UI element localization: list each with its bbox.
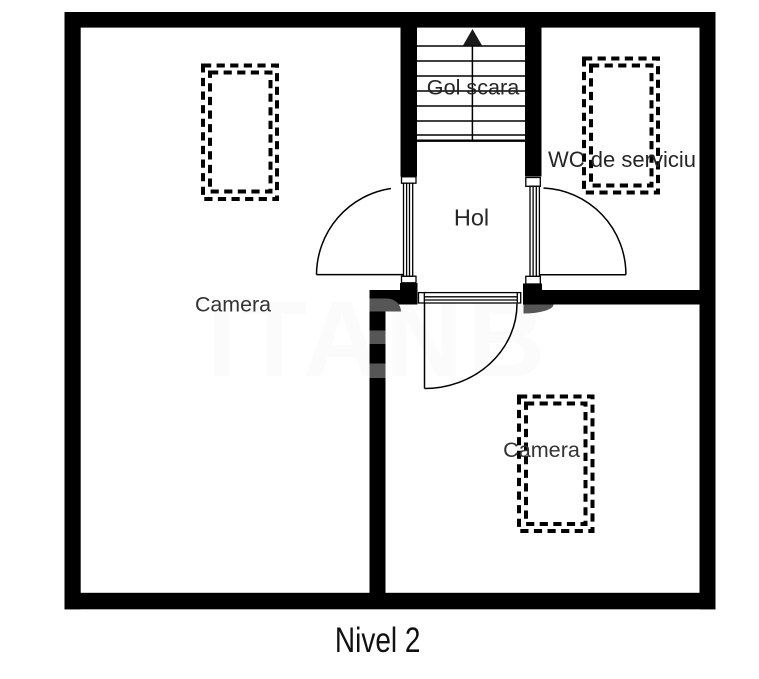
svg-text:Camera: Camera bbox=[503, 437, 581, 462]
svg-text:Gol scara: Gol scara bbox=[427, 75, 520, 100]
svg-text:WC de serviciu: WC de serviciu bbox=[548, 147, 696, 172]
svg-text:Hol: Hol bbox=[454, 205, 489, 231]
svg-text:Camera: Camera bbox=[195, 293, 271, 317]
svg-text:Nivel 2: Nivel 2 bbox=[335, 620, 421, 660]
